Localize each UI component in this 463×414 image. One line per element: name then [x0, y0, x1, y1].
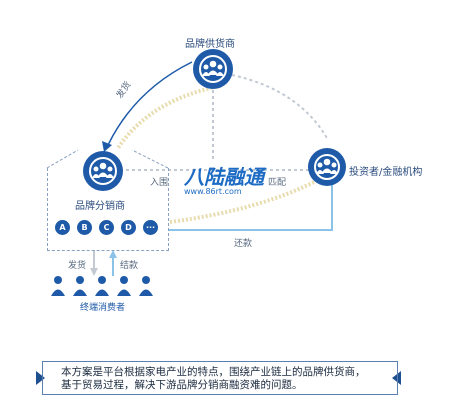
end-consumer-label: 终端消费者 — [80, 303, 126, 313]
distributor-group-box — [47, 168, 169, 251]
investor-node — [308, 148, 346, 186]
logo: 八陆融通 www.86rt.com — [184, 161, 264, 196]
note-text: 本方案是平台根据家电产业的特点，围绕产业链上的品牌供货商， 基于贸易过程，解决下… — [61, 366, 366, 392]
match-label: 匹配 — [268, 178, 287, 188]
brand-distributor-node — [83, 151, 123, 191]
logo-url-text: www.86rt.com — [184, 187, 242, 196]
note-line-2: 基于贸易过程，解决下游品牌分销商融资难的问题。 — [61, 379, 303, 391]
note-right-arrow-icon — [392, 371, 401, 385]
ship-arrow — [107, 61, 193, 146]
people-group-icon — [202, 60, 224, 76]
note-line-1: 本方案是平台根据家电产业的特点，围绕产业链上的品牌供货商， — [61, 366, 366, 378]
distributor-badge-c: C — [99, 220, 114, 235]
brand-supplier-label: 品牌供货商 — [185, 39, 235, 50]
logo-main-text: 八陆融通 — [184, 165, 264, 189]
people-group-icon — [92, 162, 114, 178]
distributor-box-roof — [46, 149, 169, 169]
repay-arrow — [168, 175, 333, 231]
distributor-badge-b: B — [77, 220, 92, 235]
inbound-label: 入围 — [150, 178, 169, 188]
note-box: 本方案是平台根据家电产业的特点，围绕产业链上的品牌供货商， 基于贸易过程，解决下… — [42, 361, 398, 395]
distributor-badge-more: ··· — [143, 220, 158, 235]
investor-ring — [314, 154, 340, 180]
people-group-icon — [316, 158, 338, 174]
settle-label: 结款 — [120, 261, 139, 271]
accent-line-bottom — [169, 178, 319, 224]
ship-bottom-label: 发货 — [68, 261, 87, 271]
ship-down-arrow-head — [90, 268, 98, 276]
distributor-badge-a: A — [55, 220, 70, 235]
distributor-badge-d: D — [121, 220, 136, 235]
investor-label: 投资者/金融机构 — [349, 167, 423, 178]
repay-label: 还款 — [234, 239, 253, 249]
brand-distributor-label: 品牌分销商 — [75, 201, 125, 212]
settle-up-arrow-head — [109, 250, 117, 258]
brand-supplier-ring — [199, 55, 227, 83]
supplier-investor-dashed-line — [231, 74, 329, 141]
note-left-arrow-icon — [36, 371, 45, 385]
consumers-group-icon — [51, 276, 153, 296]
brand-supplier-node — [193, 49, 233, 89]
ship-arrow-head — [102, 141, 112, 152]
accent-curve-left — [116, 84, 221, 150]
brand-distributor-ring — [89, 157, 117, 185]
